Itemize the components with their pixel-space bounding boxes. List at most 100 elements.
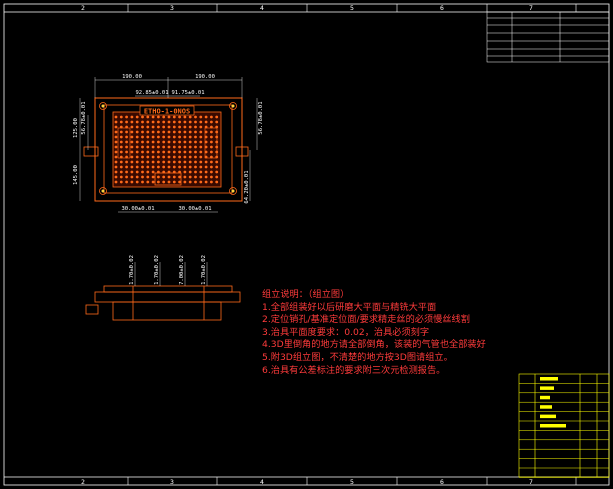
pin-hole [199, 140, 203, 144]
pin-hole [194, 150, 197, 154]
pin-hole [167, 140, 171, 144]
pin-hole [167, 125, 171, 129]
pin-hole [199, 135, 203, 139]
pin-hole [141, 145, 144, 149]
notes-title: 组立说明：（组立图） [262, 289, 350, 300]
pin-hole [119, 150, 123, 154]
pin-hole [114, 175, 118, 179]
corner-hole [229, 187, 237, 195]
pin-hole [172, 130, 176, 134]
pin-hole [114, 180, 118, 184]
pin-hole [151, 140, 155, 144]
pin-hole [119, 165, 123, 169]
title-block-entry [540, 386, 554, 390]
pin-hole [194, 145, 197, 149]
pin-hole [183, 140, 187, 144]
pin-hole [210, 145, 213, 149]
pin-hole [188, 140, 192, 144]
pin-hole [162, 150, 166, 154]
pin-hole [199, 145, 203, 149]
column-label: 2 [81, 4, 85, 12]
pin-hole [135, 175, 139, 179]
corner-hole [99, 102, 107, 110]
pin-hole [141, 135, 144, 139]
pin-hole [210, 125, 213, 129]
pin-hole [162, 125, 166, 129]
dim-bottom-left: 30.00±0.01 [121, 206, 154, 212]
base-plate [94, 97, 243, 202]
pin-hole [130, 120, 134, 124]
dim-top-right: 190.00 [195, 74, 215, 80]
pin-hole [125, 145, 128, 149]
pin-hole [157, 140, 160, 144]
dim-bottom-right: 30.00±0.01 [178, 206, 211, 212]
pin-hole [204, 115, 208, 119]
pin-hole [157, 150, 160, 154]
pin-hole [204, 140, 208, 144]
pin-hole [119, 135, 123, 139]
pin-hole [183, 180, 187, 184]
pin-hole [151, 115, 155, 119]
pin-hole [183, 120, 187, 124]
title-block [518, 373, 610, 478]
pin-hole [178, 115, 182, 119]
title-block-entry [540, 405, 552, 409]
pin-hole [141, 115, 144, 119]
bottom-column-label: 7 [529, 478, 533, 486]
pin-hole [194, 140, 197, 144]
pin-hole [178, 125, 182, 129]
pin-hole [167, 130, 171, 134]
pin-hole [141, 125, 144, 129]
pin-hole [172, 150, 176, 154]
pin-hole [194, 120, 197, 124]
pin-hole [210, 130, 213, 134]
pin-hole [183, 170, 187, 174]
pin-hole [167, 135, 171, 139]
pin-hole [125, 180, 128, 184]
pin-hole [135, 170, 139, 174]
dim-top-left: 190.00 [122, 74, 142, 80]
bottom-column-label: 4 [260, 478, 264, 486]
pin-hole [194, 175, 197, 179]
pin-hole [130, 170, 134, 174]
pin-hole [162, 145, 166, 149]
pin-hole [119, 160, 123, 164]
pin-hole [210, 165, 213, 169]
pin-hole [130, 160, 134, 164]
pin-hole [130, 135, 134, 139]
pin-hole [210, 180, 213, 184]
pin-hole [125, 160, 128, 164]
pin-hole [125, 125, 128, 129]
left-slot [117, 127, 131, 159]
pin-hole [157, 145, 160, 149]
pin-hole [215, 125, 219, 129]
note-item: 1.全部组装好以后研磨大平面与精铣大平面 [262, 301, 437, 313]
pin-hole [141, 170, 144, 174]
corner-hole [229, 102, 237, 110]
pin-hole [162, 155, 166, 159]
title-block-entry [540, 414, 556, 419]
pin-hole [178, 165, 182, 169]
pin-hole [172, 155, 176, 159]
pin-hole [167, 150, 171, 154]
corner-holes [99, 102, 237, 195]
dim-inner-left: 92.85±0.01 [135, 90, 168, 96]
pin-hole [178, 150, 182, 154]
pin-hole [204, 160, 208, 164]
pin-hole [130, 150, 134, 154]
right-slot [204, 127, 218, 159]
pin-hole [151, 175, 155, 179]
pin-hole [167, 165, 171, 169]
pin-hole [167, 145, 171, 149]
pin-hole [162, 180, 166, 184]
pin-hole [119, 140, 123, 144]
pin-hole [210, 160, 213, 164]
pin-hole [172, 145, 176, 149]
pin-hole [204, 170, 208, 174]
pin-hole [114, 155, 118, 159]
pin-hole [130, 180, 134, 184]
pin-hole [130, 175, 134, 179]
pin-hole [199, 175, 203, 179]
